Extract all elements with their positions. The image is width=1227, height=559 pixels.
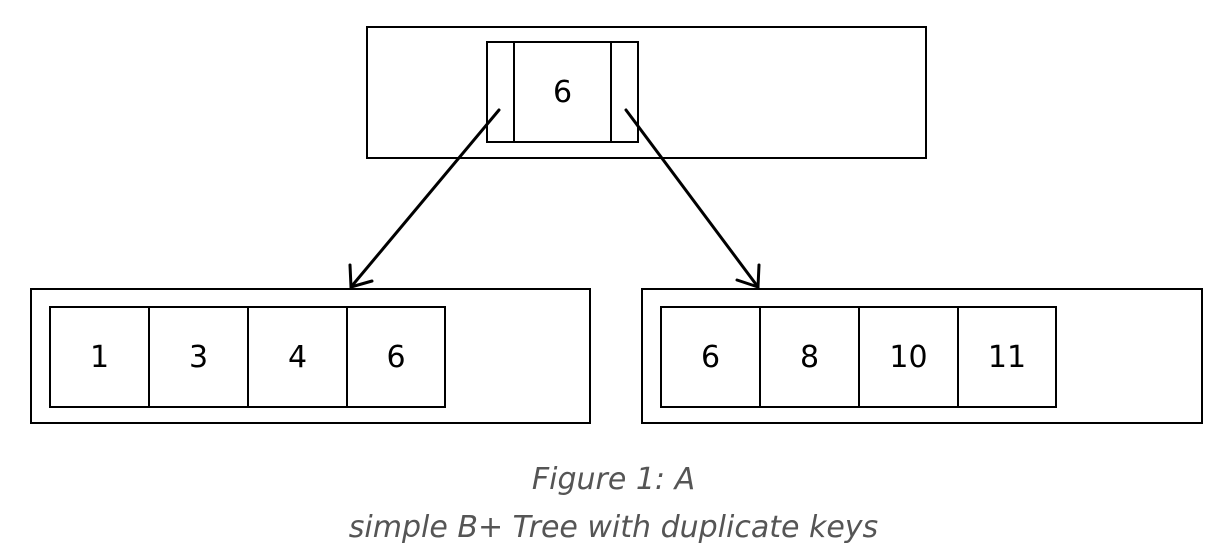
figure-caption-line-2: simple B+ Tree with duplicate keys <box>348 510 879 545</box>
left-leaf-key-1: 1 <box>49 306 150 408</box>
root-key: 6 <box>513 41 612 143</box>
left-leaf-key-2: 3 <box>148 306 249 408</box>
right-leaf-key-1: 6 <box>660 306 761 408</box>
right-leaf-key-3: 10 <box>858 306 959 408</box>
left-leaf-key-3: 4 <box>247 306 348 408</box>
root-right-pointer <box>610 41 639 143</box>
root-left-pointer <box>486 41 515 143</box>
root-node <box>366 26 927 159</box>
right-leaf-key-4: 11 <box>957 306 1057 408</box>
left-leaf-key-4: 6 <box>346 306 446 408</box>
figure-caption-line-1: Figure 1: A <box>531 462 696 497</box>
right-leaf-key-2: 8 <box>759 306 860 408</box>
